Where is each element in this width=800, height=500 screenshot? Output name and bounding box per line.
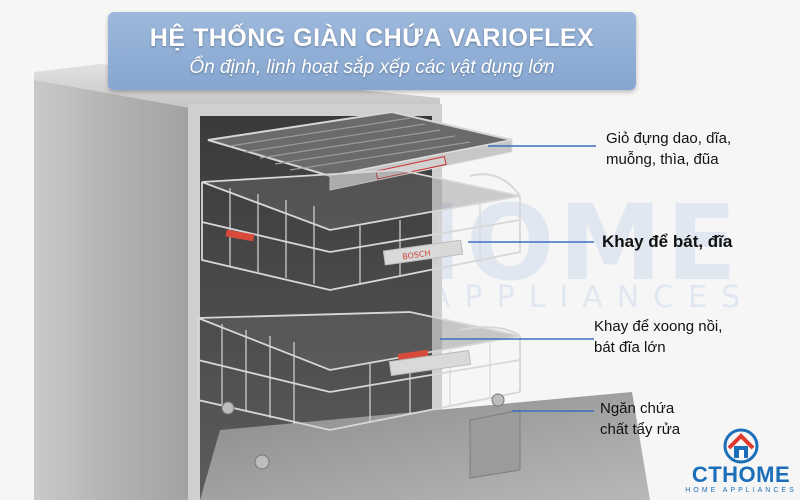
callout-dish-rack: Khay để bát, đĩa — [602, 231, 732, 252]
logo-part-ct: CT — [691, 462, 723, 487]
header-banner: HỆ THỐNG GIÀN CHỨA VARIOFLEX Ổn định, li… — [108, 12, 636, 90]
house-logo-icon — [723, 428, 759, 464]
leader-lines — [440, 145, 596, 412]
watermark-subtext: APPLIANCES — [430, 280, 755, 315]
callout-line: chất tẩy rửa — [600, 421, 681, 438]
banner-title: HỆ THỐNG GIÀN CHỨA VARIOFLEX — [149, 24, 595, 52]
logo-tagline: HOME APPLIANCES — [685, 487, 797, 494]
callout-line: Giỏ đựng dao, dĩa, — [606, 130, 732, 147]
side-panel — [34, 72, 190, 500]
callout-line: Khay để bát, đĩa — [602, 232, 733, 251]
rack-handle-red — [225, 229, 255, 242]
rack-front-label — [382, 239, 464, 266]
rack-wheels — [221, 393, 505, 470]
open-door — [200, 392, 650, 500]
callout-pot-rack: Khay để xoong nồi, bát đĩa lớn — [594, 316, 722, 358]
brand-logo: CTHOME HOME APPLIANCES — [682, 428, 800, 500]
callout-line: Ngăn chứa — [600, 400, 675, 417]
brand-badge: BOSCH — [402, 249, 431, 262]
lower-rack-handle-red — [397, 349, 429, 361]
callout-cutlery-tray: Giỏ đựng dao, dĩa, muỗng, thìa, đũa — [606, 128, 731, 170]
logo-wordmark: CTHOME — [682, 464, 800, 486]
callout-line: muỗng, thìa, đũa — [606, 151, 719, 168]
logo-part-home: HOME — [722, 462, 791, 487]
lower-rack-label — [388, 349, 472, 377]
callout-line: bát đĩa lớn — [594, 339, 666, 356]
upper-rack — [201, 169, 521, 291]
callout-detergent: Ngăn chứa chất tẩy rửa — [600, 398, 680, 440]
banner-subtitle: Ổn định, linh hoạt sắp xếp các vật dụng … — [189, 57, 555, 78]
cutlery-tray — [207, 110, 513, 191]
callout-line: Khay để xoong nồi, — [594, 318, 723, 335]
